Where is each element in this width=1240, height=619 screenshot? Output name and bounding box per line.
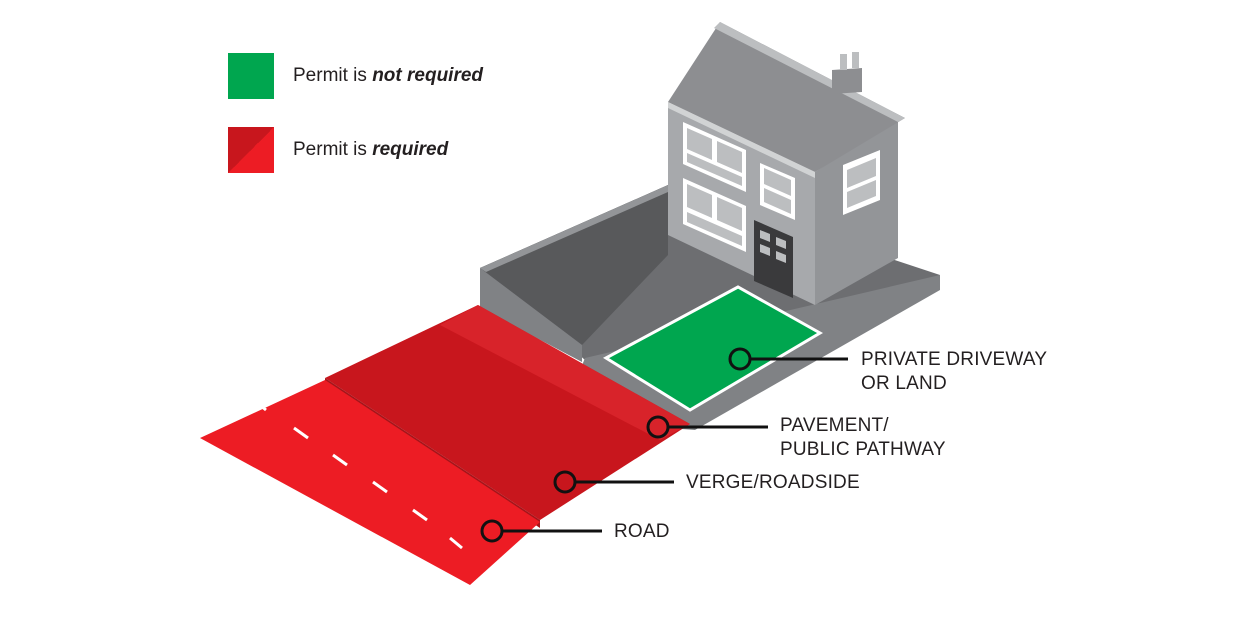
callout-road-line1: ROAD	[614, 521, 670, 542]
house-roof	[668, 22, 905, 172]
driveway-marker	[728, 347, 752, 371]
chimney	[832, 68, 862, 94]
window	[847, 180, 876, 208]
window	[764, 188, 791, 214]
road-centre-line	[255, 400, 463, 550]
callout-pavement-line2: PUBLIC PATHWAY	[780, 439, 946, 460]
callout-pavement: PAVEMENT/ PUBLIC PATHWAY	[780, 414, 946, 462]
road-surface	[200, 380, 540, 585]
callout-driveway-line2: OR LAND	[861, 373, 947, 394]
callout-markers	[480, 347, 848, 543]
callout-driveway: PRIVATE DRIVEWAY OR LAND	[861, 348, 1047, 396]
verge-top	[325, 305, 690, 520]
chimney-pot	[840, 54, 847, 70]
callout-verge-line1: VERGE/ROADSIDE	[686, 472, 860, 493]
pavement-marker	[646, 415, 670, 439]
window	[717, 141, 742, 173]
road-marker	[480, 519, 504, 543]
window	[847, 158, 876, 188]
window	[717, 197, 742, 231]
yard-wall-top	[480, 185, 668, 272]
house-roof-front-edge	[668, 102, 815, 178]
legend-not-required-label: Permit is not required	[293, 65, 483, 87]
legend-not-required: Permit is not required	[228, 53, 483, 99]
house	[668, 22, 905, 305]
legend-emphasis: required	[372, 139, 449, 160]
yard-wall	[480, 268, 582, 362]
callout-road: ROAD	[614, 520, 670, 544]
callout-driveway-line1: PRIVATE DRIVEWAY	[861, 349, 1048, 370]
legend-required: Permit is required	[228, 127, 448, 173]
window	[687, 184, 712, 218]
green-swatch	[228, 53, 274, 99]
red-swatch	[228, 127, 274, 173]
verge-marker	[553, 470, 577, 494]
callout-verge: VERGE/ROADSIDE	[686, 471, 860, 495]
house-roof-ridge	[714, 22, 905, 122]
driveway-area	[603, 285, 824, 412]
window	[687, 153, 742, 186]
chimney-pot	[852, 52, 859, 68]
legend-prefix: Permit is	[293, 139, 373, 160]
window	[687, 128, 712, 160]
window	[764, 168, 791, 196]
callout-pavement-line1: PAVEMENT/	[780, 415, 889, 436]
back-yard	[480, 185, 668, 345]
door-panes	[760, 230, 786, 263]
legend-prefix: Permit is	[293, 65, 373, 86]
window	[687, 212, 742, 246]
legend-required-label: Permit is required	[293, 139, 448, 161]
verge-highlight	[440, 305, 690, 440]
legend-emphasis: not required	[372, 65, 484, 86]
